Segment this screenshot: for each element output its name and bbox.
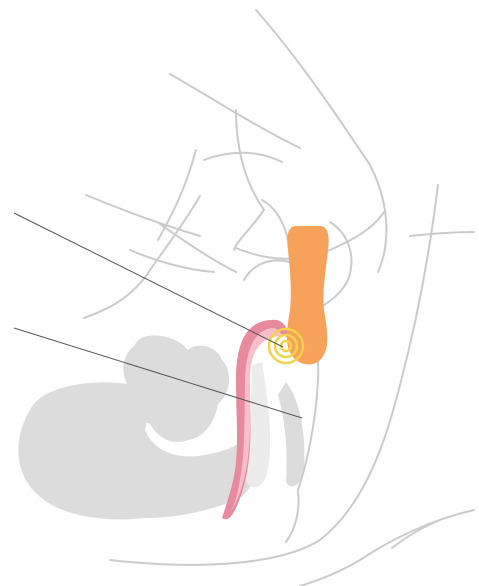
upper-leader-line bbox=[14, 213, 283, 347]
perineum-outline bbox=[286, 492, 299, 542]
internal-organs bbox=[18, 335, 304, 519]
leg-outline bbox=[392, 520, 440, 548]
hand-outline-upper bbox=[170, 74, 300, 148]
thumb-outline bbox=[244, 261, 290, 280]
bullet-vibrator-icon bbox=[287, 226, 329, 365]
vibration-rings-icon bbox=[269, 329, 303, 363]
knuckle-outline bbox=[262, 200, 290, 252]
sleeve-outline bbox=[130, 250, 214, 272]
finger-outline bbox=[234, 110, 264, 250]
vibrator-body bbox=[287, 226, 329, 365]
torso-outline bbox=[86, 195, 200, 236]
thigh-outline-back bbox=[410, 232, 474, 236]
hand-outline-lower bbox=[204, 153, 282, 162]
rectum-shape bbox=[18, 382, 256, 519]
pelvic-floor-tissue bbox=[278, 382, 304, 486]
buttock-outline bbox=[300, 510, 474, 586]
